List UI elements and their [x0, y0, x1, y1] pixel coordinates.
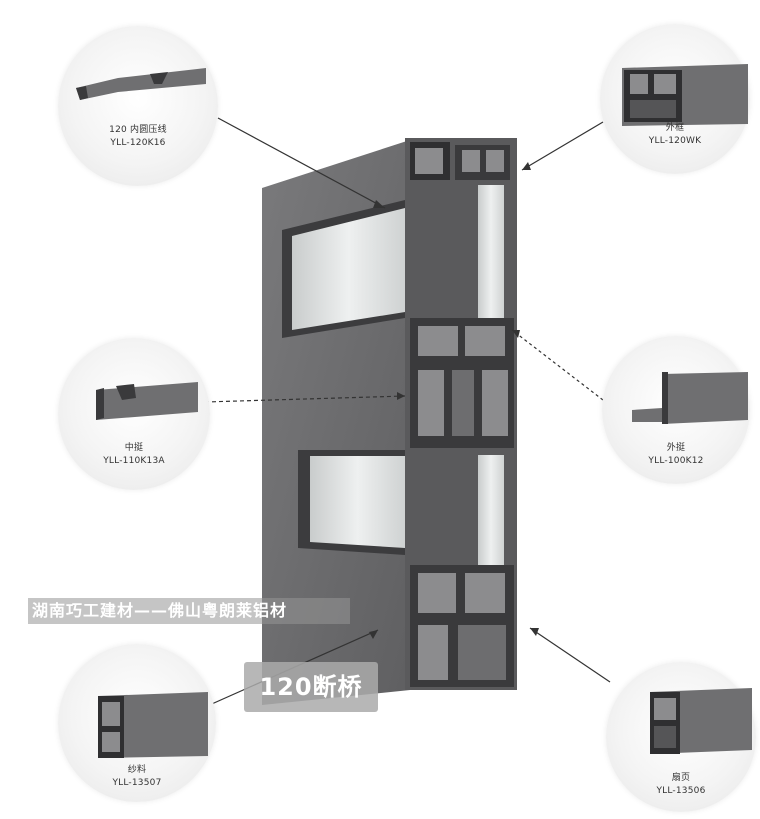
- mullion-code: YLL-110K13A: [103, 456, 165, 466]
- sash-profile-icon: [650, 688, 752, 754]
- callout-inner-bead: 120 内圆压线 YLL-120K16: [58, 26, 218, 186]
- screen-profile-icon: [98, 692, 208, 758]
- callout-sash: 扇页 YLL-13506: [606, 662, 756, 812]
- screen-profile-name: 纱料: [127, 765, 147, 775]
- outer-frame-profile-icon: [622, 64, 748, 126]
- inner-bead-profile-icon: [76, 68, 206, 100]
- product-badge: 120断桥: [244, 662, 378, 712]
- callout-outer-frame: 外框 YLL-120WK: [600, 24, 750, 174]
- inner-bead-name: 120 内圆压线: [109, 125, 167, 135]
- callout-outer-mullion: 外挺 YLL-100K12: [602, 336, 750, 484]
- mullion-profile-icon: [96, 382, 198, 420]
- outer-frame-code: YLL-120WK: [648, 136, 702, 146]
- outer-mullion-profile-icon: [632, 372, 748, 424]
- screen-profile-code: YLL-13507: [112, 778, 162, 788]
- callout-mullion: 中挺 YLL-110K13A: [58, 338, 210, 490]
- outer-mullion-code: YLL-100K12: [648, 456, 704, 466]
- callout-screen-profile: 纱料 YLL-13507: [58, 644, 216, 802]
- inner-bead-code: YLL-120K16: [110, 138, 166, 148]
- watermark-banner: 湖南巧工建材——佛山粤朗莱铝材: [28, 598, 350, 624]
- outer-mullion-name: 外挺: [666, 443, 686, 453]
- outer-frame-name: 外框: [665, 123, 685, 133]
- sash-code: YLL-13506: [656, 786, 706, 796]
- mullion-name: 中挺: [124, 443, 144, 453]
- sash-name: 扇页: [671, 773, 691, 783]
